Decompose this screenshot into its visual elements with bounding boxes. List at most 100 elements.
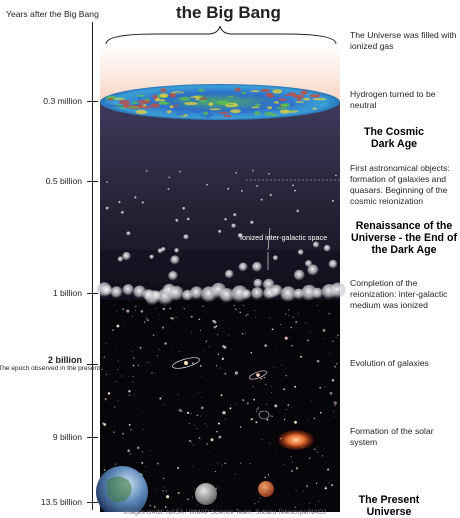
star [156,462,159,465]
reionization-bubble [294,189,297,192]
star [208,346,210,348]
reionization-bubble [118,200,121,204]
star [141,461,144,464]
star [131,316,133,318]
star [149,504,151,507]
star [165,304,166,306]
star [217,485,219,487]
cmb-spot [105,104,119,108]
reionization-bubble [335,174,337,177]
reionization-bubble [186,217,190,221]
cmb-spot [269,103,279,107]
star [114,406,116,408]
star [240,462,242,464]
star [259,497,261,499]
reionization-bubble [182,206,186,211]
star [217,422,220,425]
cmb-spot [137,100,151,104]
star [215,365,218,367]
star [190,315,193,318]
star [239,426,242,428]
star [329,352,330,354]
cmb-spot [272,89,283,94]
cmb-spot [171,102,181,105]
star [299,355,303,358]
cmb-spot [140,106,152,109]
star [114,463,117,465]
reionization-bubble [280,286,297,303]
reionization-bubble [218,229,222,234]
cmb-spot [250,90,260,93]
timeline-label: 0.5 billion [45,176,82,186]
star [194,487,195,489]
cmb-spot [241,111,250,114]
star [315,482,318,484]
star [147,361,149,363]
heading-dark-age: The Cosmic Dark Age [363,126,425,150]
star [290,407,292,409]
cmb-spot [179,96,190,101]
reionization-bubble [233,213,237,217]
star [217,353,220,356]
star [196,414,199,417]
star [106,374,108,376]
star [322,329,326,332]
note-ionized-gas: The Universe was filled with ionized gas [350,30,457,51]
cmb-spot [166,110,172,114]
spiral-galaxy [249,370,267,380]
cmb-spot [267,106,273,109]
star [216,334,219,336]
star [291,461,293,463]
star [255,316,257,318]
star [142,451,144,453]
star [220,394,223,397]
timeline-tick [87,181,98,182]
star [230,404,231,406]
star [266,345,268,346]
star [103,423,107,426]
star [328,482,330,484]
cmb-spot [234,87,241,92]
cmb-spot [136,96,143,100]
axis-header: Years after the Big Bang [6,9,99,19]
cmb-spot [184,101,198,106]
reionization-bubble [268,172,271,175]
star [233,304,235,307]
star [135,462,137,463]
reionization-bubble [235,172,238,174]
star [164,404,166,406]
star [249,463,251,465]
star [261,439,263,441]
timeline-tick [87,293,98,294]
timeline-tick [87,101,98,102]
cmb-spot [228,103,234,106]
cmb-spot [108,98,114,101]
star [329,391,333,395]
timeline-axis [92,22,93,510]
cmb-spot [176,112,185,117]
star [334,415,336,417]
star [178,410,180,411]
star [169,326,170,328]
star [271,328,274,331]
cmb-spot [152,94,158,100]
star [291,469,294,473]
reionization-bubble [292,184,295,187]
timeline-label: 1 billion [52,288,82,298]
cmb-spot [216,100,230,105]
star [269,317,271,319]
timeline-label: 13.5 billion [40,497,82,507]
reionization-bubble [168,271,178,281]
star [136,446,140,449]
star [257,501,259,503]
cmb-spot [275,107,287,109]
star [156,489,158,490]
cmb-spot [169,93,177,98]
star [255,421,258,424]
mars [258,481,274,497]
star [335,337,337,338]
star [309,457,311,459]
star [319,386,321,389]
star [292,316,294,318]
star [135,310,136,311]
